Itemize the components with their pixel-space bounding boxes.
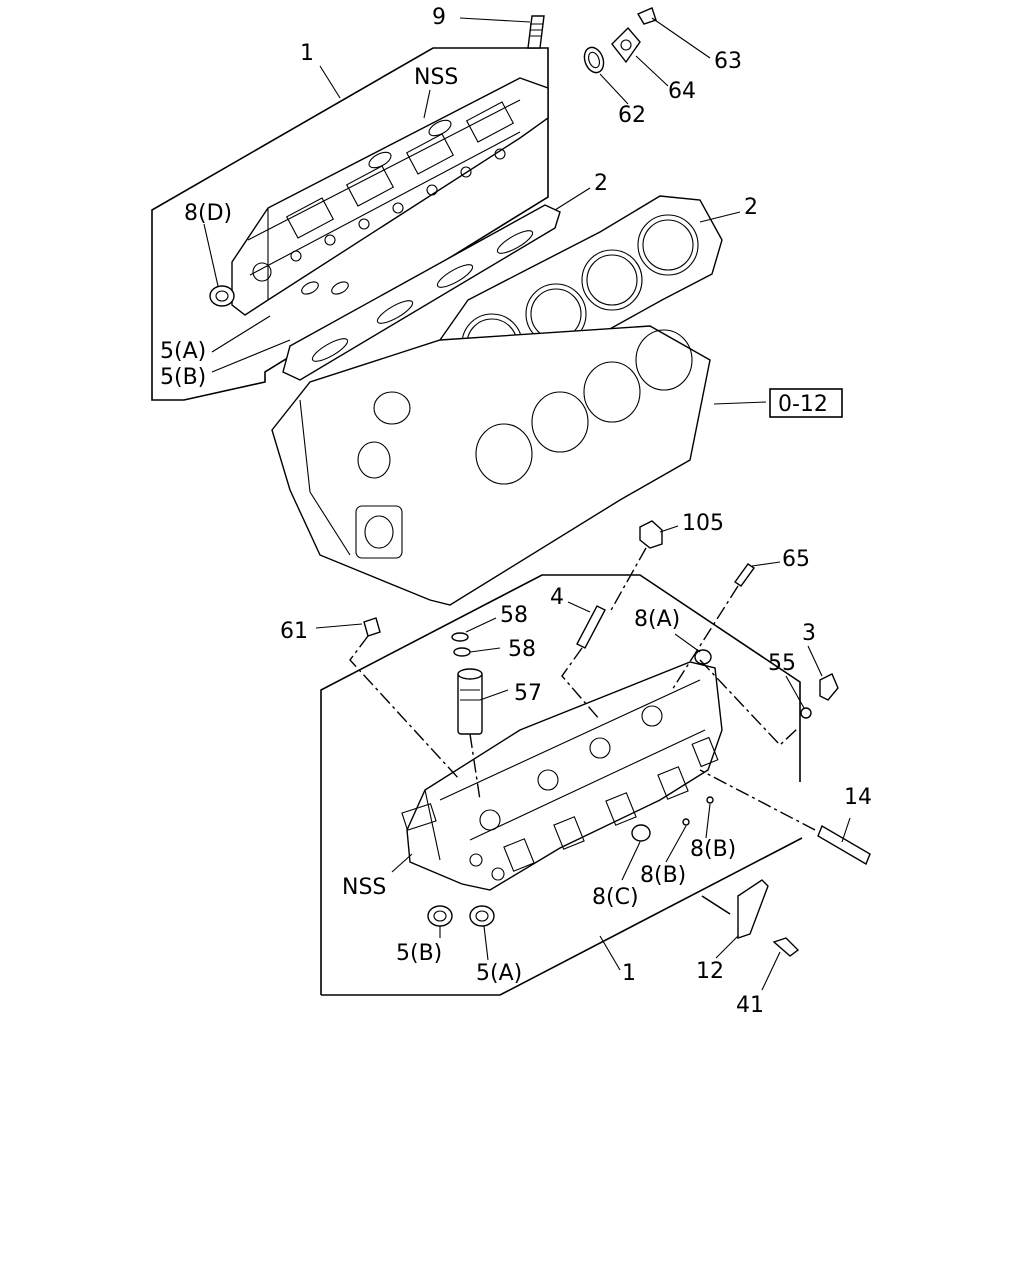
callout-labels: 9 1 NSS 8(D) 5(A) 5(B) 2 2 63 64 62 0-12… xyxy=(160,5,872,1018)
part-61-plug xyxy=(349,617,461,781)
part-62-gasket-ring xyxy=(583,46,605,74)
callout-8d: 8(D) xyxy=(184,201,232,226)
reference-box xyxy=(769,388,843,418)
callout-65: 65 xyxy=(782,547,810,572)
part-8a-plug xyxy=(694,649,712,665)
callout-9: 9 xyxy=(432,5,446,30)
part-105-cap xyxy=(609,520,663,613)
callout-5a-bottom: 5(A) xyxy=(476,961,522,986)
upper-head-gasket-left xyxy=(282,204,561,381)
callout-14: 14 xyxy=(844,785,872,810)
callout-41: 41 xyxy=(736,993,764,1018)
callout-55: 55 xyxy=(768,651,796,676)
callout-8c: 8(C) xyxy=(592,885,639,910)
callout-64: 64 xyxy=(668,79,696,104)
callout-5b-top: 5(B) xyxy=(160,365,206,390)
callout-nss-bottom: NSS xyxy=(342,875,386,900)
part-65-stud xyxy=(671,563,755,691)
engine-block xyxy=(271,325,711,606)
part-14-stud xyxy=(699,769,871,866)
part-41-bolt xyxy=(772,937,800,957)
callout-8b-left: 8(B) xyxy=(640,863,686,888)
part-12-bracket xyxy=(701,879,769,939)
lower-cylinder-head xyxy=(401,661,723,891)
part-8b-pins xyxy=(682,796,714,826)
upper-cylinder-head xyxy=(231,77,549,316)
callout-5b-bottom: 5(B) xyxy=(396,941,442,966)
part-57-injector-sleeve xyxy=(457,668,483,801)
callout-4: 4 xyxy=(550,585,564,610)
callout-105: 105 xyxy=(682,511,724,536)
ref-box-label: 0-12 xyxy=(778,392,828,417)
callout-5a-top: 5(A) xyxy=(160,339,206,364)
callout-62: 62 xyxy=(618,103,646,128)
part-58-o-rings xyxy=(451,632,471,657)
callout-2-right: 2 xyxy=(744,195,758,220)
part-55-washer xyxy=(800,707,812,719)
callout-1-top: 1 xyxy=(300,41,314,66)
leader-lines xyxy=(203,17,851,991)
lower-assembly-bracket xyxy=(320,574,803,996)
bolt-guide-dash-line xyxy=(699,659,799,746)
part-3-bolt xyxy=(819,673,839,701)
callout-1-bottom: 1 xyxy=(622,961,636,986)
callout-nss-top: NSS xyxy=(414,65,458,90)
callout-8a: 8(A) xyxy=(634,607,680,632)
callout-2-left: 2 xyxy=(594,171,608,196)
upper-assembly-bracket xyxy=(151,47,549,401)
part-8c-plug xyxy=(631,824,651,842)
callout-12: 12 xyxy=(696,959,724,984)
callout-63: 63 xyxy=(714,49,742,74)
part-63-bolt xyxy=(636,7,657,25)
callout-61: 61 xyxy=(280,619,308,644)
part-5-seals-bottom xyxy=(427,905,495,927)
part-4-dowel xyxy=(561,605,606,721)
callout-58-lower: 58 xyxy=(508,637,536,662)
callout-58-upper: 58 xyxy=(500,603,528,628)
part-9-stud xyxy=(527,15,545,49)
callout-8b-right: 8(B) xyxy=(690,837,736,862)
callout-57: 57 xyxy=(514,681,542,706)
part-64-cover-plate xyxy=(611,26,641,64)
callout-3: 3 xyxy=(802,621,816,646)
part-8d-plug xyxy=(209,285,235,307)
